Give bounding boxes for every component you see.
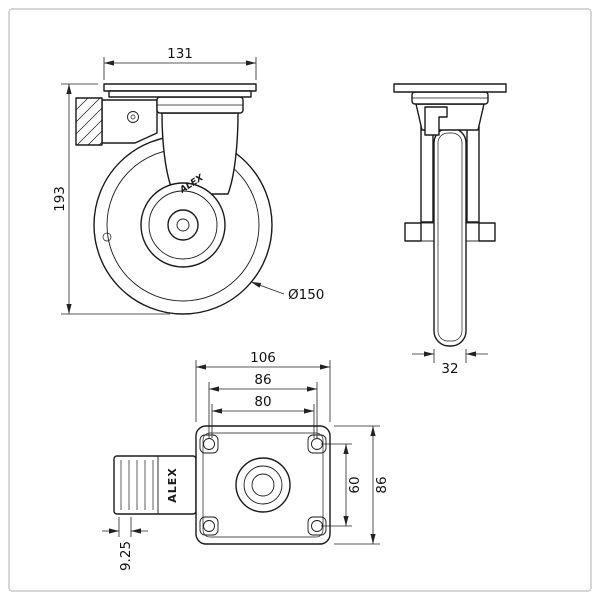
axle-boss-circle [167, 209, 199, 241]
dim-wheel-width-32: 32 [412, 349, 488, 377]
dim-slot-spacing-width-80: 80 [211, 394, 315, 438]
dim-bolt-spacing-height-60: 60 [321, 443, 363, 527]
arrowhead [131, 528, 141, 534]
bolt-hole [203, 438, 215, 450]
dim-label-wheel-diameter: Ø150 [288, 287, 324, 303]
arrowhead [370, 426, 376, 436]
dim-plate-width-131: 131 [103, 46, 257, 80]
dim-plate-width-106: 106 [195, 350, 331, 422]
front-wheel-tread-contour [437, 132, 463, 342]
side-brake-lever [75, 97, 158, 146]
arrowhead [104, 60, 114, 66]
arrowhead [66, 304, 72, 314]
pedal-tread-lines [120, 460, 154, 510]
brake-pivot [127, 111, 139, 123]
pedal-body [113, 455, 197, 515]
dim-label-overall-height: 193 [52, 186, 68, 212]
dim-label-bolt-spacing-width: 86 [254, 372, 271, 388]
arrowhead [320, 364, 330, 370]
dim-label-wheel-width: 32 [441, 361, 458, 377]
arrowhead [424, 351, 434, 357]
side-view: ALEX 131 193 Ø150 [52, 46, 324, 315]
bolt-slot [199, 516, 219, 536]
arrowhead [370, 534, 376, 544]
dim-label-top-plate-height: 86 [374, 476, 390, 493]
arrowhead [466, 351, 476, 357]
hub-inner-circle [148, 190, 218, 260]
top-brake-pedal: ALEX [113, 455, 197, 515]
fork-leg-right [466, 125, 480, 223]
dim-label-top-plate-width: 106 [250, 350, 276, 366]
arrowhead [209, 386, 219, 392]
kingpin-boss [235, 457, 291, 513]
front-wheel [433, 127, 467, 347]
drawing-border-frame [8, 8, 592, 592]
bolt-hole [203, 520, 215, 532]
dim-pedal-segment-925: 9.25 [102, 517, 148, 571]
dim-label-slot-spacing-width: 80 [254, 394, 271, 410]
arrowhead [109, 528, 119, 534]
side-top-plate [103, 83, 257, 98]
brake-pivot-pin [130, 114, 136, 120]
fork-body [161, 112, 239, 195]
front-axle [404, 222, 496, 242]
pedal-brand-label: ALEX [166, 467, 179, 503]
boss-mid-circle [243, 465, 283, 505]
top-plate-upper [103, 83, 257, 92]
dim-overall-height-193: 193 [52, 83, 170, 315]
arrowhead [246, 60, 256, 66]
arrowhead [304, 408, 314, 414]
dim-label-bolt-spacing-height: 60 [347, 476, 363, 493]
dim-label-plate-width: 131 [167, 46, 193, 62]
arrowhead [343, 516, 349, 526]
dim-wheel-diameter-150: Ø150 [250, 281, 324, 303]
arrowhead [212, 408, 222, 414]
top-plate-lower [108, 90, 252, 98]
axle-nut-right [478, 222, 496, 242]
arrowhead [307, 386, 317, 392]
axle-center-hole [176, 218, 190, 232]
brake-pedal-hatch [75, 97, 103, 146]
mounting-plate-chamfer [202, 432, 324, 538]
dim-bolt-spacing-width-86: 86 [208, 372, 318, 438]
fork-leg-left [420, 125, 434, 223]
boss-bore-circle [251, 473, 275, 497]
arrowhead [66, 84, 72, 94]
front-brake-tab [424, 106, 448, 136]
side-wheel-hub [140, 182, 226, 268]
dim-label-pedal-segment: 9.25 [118, 541, 134, 571]
front-top-plate [393, 83, 507, 93]
dim-plate-height-86: 86 [334, 425, 390, 545]
arrowhead [251, 282, 262, 288]
front-view: 32 [393, 83, 507, 377]
wheel-mold-mark [102, 232, 112, 242]
brake-pedal-pad [75, 97, 103, 146]
axle-nut-left [404, 222, 422, 242]
arrowhead [196, 364, 206, 370]
top-view: ALEX 106 [102, 350, 390, 571]
arrowhead [343, 444, 349, 454]
